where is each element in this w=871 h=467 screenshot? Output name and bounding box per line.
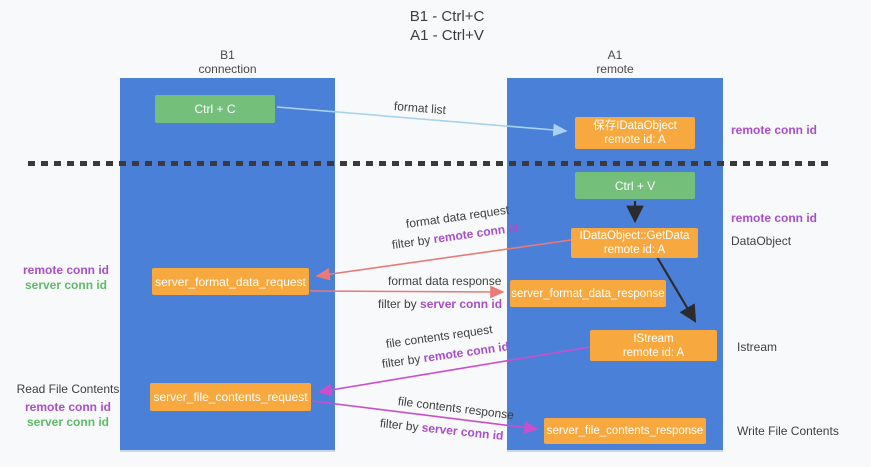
lane-b1-subtitle: connection xyxy=(198,62,257,76)
node-format-response-label: server_format_data_response xyxy=(511,287,665,300)
annotation-read-file-contents: Read File Contents remote conn id server… xyxy=(16,382,120,430)
filter-prefix: filter by xyxy=(381,351,425,371)
annotation-dataobject: DataObject xyxy=(731,234,792,248)
filter-prefix: filter by xyxy=(379,416,423,435)
node-file-response-label: server_file_contents_response xyxy=(546,425,704,437)
flow-label-file-contents-response: file contents response xyxy=(397,394,515,423)
flow-label-format-response-filter: filter by server conn id xyxy=(378,297,502,311)
diagram-title-line1: B1 - Ctrl+C xyxy=(409,8,485,25)
node-server-file-contents-response: server_file_contents_response xyxy=(544,418,706,444)
node-getdata-line1: IDataObject::GetData xyxy=(579,230,690,242)
annotation-remote-conn-id-top: remote conn id xyxy=(731,123,818,137)
flow-label-format-list: format list xyxy=(393,99,447,118)
arrow-format-data-response xyxy=(309,285,505,299)
lane-a1-name: A1 xyxy=(607,48,623,62)
node-ctrl-v-label: Ctrl + V xyxy=(614,178,656,193)
node-file-request-label: server_file_contents_request xyxy=(153,390,308,404)
node-save-idataobject-line1: 保存IDataObject xyxy=(593,120,677,132)
node-ctrl-c: Ctrl + C xyxy=(155,95,275,123)
annotation-remote-conn-id: remote conn id xyxy=(24,400,111,414)
node-ctrl-c-label: Ctrl + C xyxy=(194,102,236,116)
annotation-server-conn-id: server conn id xyxy=(24,278,108,292)
diagram-title-line2: A1 - Ctrl+V xyxy=(410,27,484,44)
node-istream-line1: IStream xyxy=(633,332,674,345)
node-server-file-contents-request: server_file_contents_request xyxy=(150,383,311,411)
node-istream-line2: remote id: A xyxy=(622,346,685,359)
flow-label-file-response-filter: filter by server conn id xyxy=(379,416,504,443)
node-idataobject-getdata: IDataObject::GetData remote id: A xyxy=(571,228,698,258)
annotation-remote-conn-id-mid: remote conn id xyxy=(731,211,818,225)
annotation-remote-conn-id: remote conn id xyxy=(22,263,109,277)
node-format-request-label: server_format_data_request xyxy=(155,274,306,289)
node-getdata-line2: remote id: A xyxy=(603,244,666,256)
node-istream: IStream remote id: A xyxy=(590,330,717,361)
lane-header-b1: B1 connection xyxy=(120,48,335,76)
annotation-istream: Istream xyxy=(737,340,778,354)
node-ctrl-v: Ctrl + V xyxy=(575,172,695,199)
lane-b1-name: B1 xyxy=(220,48,235,62)
annotation-read-file-title: Read File Contents xyxy=(16,382,120,396)
node-save-idataobject-line2: remote id: A xyxy=(604,134,666,146)
node-server-format-data-request: server_format_data_request xyxy=(152,268,309,295)
lane-header-a1: A1 remote xyxy=(507,48,723,76)
filter-prefix: filter by xyxy=(378,297,421,311)
flow-label-format-data-response: format data response xyxy=(388,274,502,288)
filter-key-server-conn-id: server conn id xyxy=(421,420,505,443)
lane-a1-subtitle: remote xyxy=(596,62,634,76)
clipboard-boundary-dashed-line xyxy=(28,161,834,166)
annotation-write-file-contents: Write File Contents xyxy=(737,424,839,438)
node-save-idataobject: 保存IDataObject remote id: A xyxy=(575,117,695,149)
node-server-format-data-response: server_format_data_response xyxy=(510,280,666,307)
diagram-title: B1 - Ctrl+C A1 - Ctrl+V xyxy=(352,7,542,45)
filter-prefix: filter by xyxy=(391,232,435,252)
filter-key-server-conn-id: server conn id xyxy=(420,297,503,311)
annotation-server-conn-id: server conn id xyxy=(26,415,110,429)
annotation-left-conn-ids: remote conn id server conn id xyxy=(22,263,110,293)
